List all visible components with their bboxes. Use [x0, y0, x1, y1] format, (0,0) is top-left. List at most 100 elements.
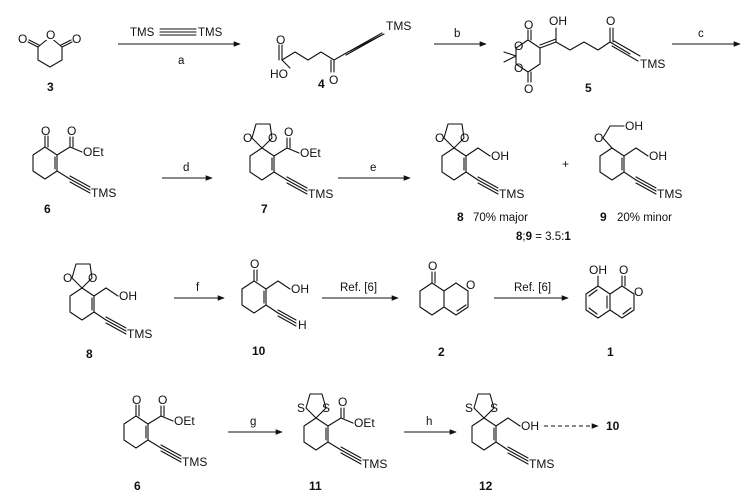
- atom-label: O: [466, 278, 475, 292]
- atom-label: O: [63, 271, 72, 285]
- atom-label: TMS: [362, 457, 387, 471]
- compound-label-7: 7: [261, 202, 268, 216]
- compound-label-12: 12: [479, 479, 493, 493]
- compound-label-11: 11: [309, 479, 322, 493]
- atom-label: O: [329, 73, 338, 87]
- atom-label: O: [524, 82, 533, 96]
- atom-label: O: [428, 259, 437, 273]
- compound-6-structure: [32, 135, 91, 194]
- atom-label: OH: [625, 119, 643, 133]
- compound-8b-structure: [69, 263, 127, 335]
- ratio-value: = 3.5:: [532, 231, 564, 243]
- atom-label: TMS: [182, 455, 207, 469]
- atom-label: OH: [521, 419, 539, 433]
- atom-label: O: [276, 33, 285, 47]
- atom-label: O: [634, 285, 643, 299]
- atom-label: O: [132, 393, 141, 407]
- atom-label: HO: [270, 67, 288, 81]
- compound-3-structure: O O O: [18, 28, 81, 68]
- atom-label: O: [606, 14, 615, 28]
- atom-label: O: [524, 18, 533, 32]
- atom-label: O: [158, 393, 167, 407]
- compound-12-structure: [471, 393, 529, 465]
- atom-label: O: [250, 257, 259, 271]
- compound-9-structure: [599, 125, 657, 195]
- reagent-label-h: h: [426, 416, 432, 428]
- compound-label-10: 10: [252, 344, 266, 358]
- atom-label: O: [18, 32, 27, 46]
- atom-label: O: [594, 131, 603, 145]
- reagent-label-d: d: [183, 162, 189, 174]
- compound-label-5: 5: [585, 81, 592, 95]
- ratio-one: 1: [564, 231, 571, 243]
- atom-label: TMS: [386, 19, 411, 33]
- yield-9: 20% minor: [617, 212, 672, 224]
- atom-label: S: [490, 401, 498, 415]
- reagent-tms-right: TMS: [198, 27, 223, 39]
- atom-label: S: [322, 401, 330, 415]
- compound-2-structure: [419, 271, 469, 316]
- compound-label-8: 8: [457, 210, 464, 224]
- compound-label-6: 6: [44, 202, 51, 216]
- atom-label: OH: [549, 14, 567, 28]
- compound-label-2: 2: [438, 345, 445, 359]
- ratio-separator: ;: [522, 231, 525, 243]
- reagent-label-a: a: [178, 55, 185, 67]
- atom-label: O: [460, 131, 469, 145]
- atom-label: O: [284, 125, 293, 139]
- compound-label-9: 9: [600, 210, 607, 224]
- atom-label: OEt: [83, 145, 104, 159]
- atom-label: OH: [649, 149, 667, 163]
- reagent-label-e: e: [370, 162, 376, 174]
- atom-label: O: [67, 124, 76, 138]
- atom-label: O: [435, 131, 444, 145]
- compound-label-8b: 8: [86, 347, 93, 361]
- compound-label-6b: 6: [134, 479, 141, 493]
- atom-label: OH: [119, 289, 137, 303]
- atom-label: O: [243, 131, 252, 145]
- atom-label: OEt: [300, 146, 321, 160]
- product-ratio: 8;9 = 3.5:1: [516, 231, 571, 243]
- compound-8-structure: [441, 123, 499, 195]
- compound-10-structure: [241, 269, 297, 327]
- ratio-compound-9: 9: [526, 231, 532, 243]
- atom-label: OH: [491, 149, 509, 163]
- reagent-tms-left: TMS: [130, 27, 155, 39]
- compound-label-10b: 10: [606, 419, 620, 433]
- compound-5-structure: [503, 27, 641, 83]
- compound-1-structure: [585, 275, 635, 319]
- atom-label: TMS: [91, 186, 116, 200]
- atom-label: O: [619, 263, 628, 277]
- atom-label: O: [338, 395, 347, 409]
- atom-label: S: [465, 401, 473, 415]
- atom-label: O: [41, 124, 50, 138]
- atom-label: TMS: [127, 327, 152, 341]
- compound-6b-structure: [123, 404, 182, 463]
- atom-label: TMS: [308, 187, 333, 201]
- compound-7-structure: [249, 123, 308, 195]
- atom-label: OEt: [174, 414, 195, 428]
- compound-label-3: 3: [47, 80, 54, 94]
- reagent-label-f: f: [196, 282, 200, 294]
- plus-sign: +: [562, 157, 569, 171]
- atom-label: O: [514, 39, 523, 53]
- ratio-compound-8: 8: [516, 231, 523, 243]
- atom-label: O: [46, 28, 55, 42]
- reagent-label-c: c: [698, 28, 704, 40]
- reagent-label-ref1: Ref. [6]: [340, 282, 377, 294]
- atom-label: OH: [589, 263, 607, 277]
- atom-label: O: [268, 131, 277, 145]
- atom-label: O: [88, 271, 97, 285]
- atom-label: O: [72, 32, 81, 46]
- compound-label-1: 1: [607, 345, 614, 359]
- compound-label-4: 4: [318, 77, 325, 91]
- atom-label: S: [297, 401, 305, 415]
- atom-label: TMS: [529, 457, 554, 471]
- yield-8: 70% major: [473, 212, 528, 224]
- atom-label: TMS: [640, 57, 665, 71]
- atom-label: OEt: [354, 416, 375, 430]
- reagent-label-g: g: [250, 416, 256, 428]
- atom-label: H: [298, 318, 307, 332]
